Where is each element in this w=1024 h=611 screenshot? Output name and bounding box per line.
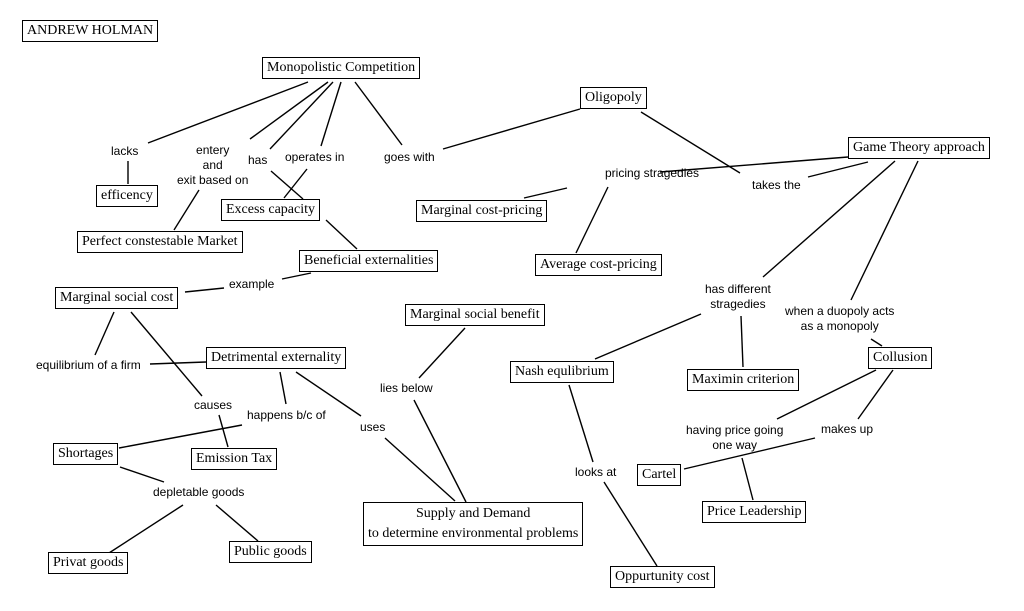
connector-line [94, 311, 115, 356]
connector-line [568, 384, 594, 463]
link-label-lacks: lacks [111, 144, 139, 158]
concept-supply-and-demand[interactable]: Supply and Demand to determine environme… [363, 502, 584, 546]
concept-maximin-criterion[interactable]: Maximin criterion [687, 369, 800, 391]
link-label-happens-bc: happens b/c of [247, 408, 326, 422]
concept-nash-equilibrium[interactable]: Nash equlibrium [510, 361, 614, 383]
concept-price-leadership[interactable]: Price Leadership [702, 501, 807, 523]
connector-line [218, 414, 229, 448]
connector-line [659, 156, 849, 173]
concept-collusion[interactable]: Collusion [868, 347, 933, 369]
connector-line [215, 504, 259, 542]
link-label-takes-the: takes the [752, 178, 801, 192]
connector-line [270, 170, 304, 200]
concept-marginal-cost-pricing[interactable]: Marginal cost-pricing [416, 200, 548, 222]
concept-game-theory[interactable]: Game Theory approach [848, 137, 990, 159]
supply-demand-line-1: Supply and Demand [416, 506, 531, 521]
concept-excess-capacity[interactable]: Excess capacity [221, 199, 321, 221]
link-label-depletable-goods: depletable goods [153, 485, 245, 499]
connector-line [762, 160, 896, 278]
connector-line [325, 219, 358, 250]
connector-line [320, 81, 342, 147]
link-label-operates-in: operates in [285, 150, 345, 164]
connector-line [295, 371, 362, 417]
connector-line [281, 272, 312, 280]
concept-public-goods[interactable]: Public goods [229, 541, 312, 563]
link-label-lies-below: lies below [380, 381, 433, 395]
supply-demand-line-2: to determine environmental problems [368, 526, 579, 541]
connector-line [442, 108, 581, 150]
link-label-looks-at: looks at [575, 465, 617, 479]
connector-line [413, 399, 467, 503]
connector-line [594, 313, 702, 360]
connector-line [119, 466, 165, 483]
connector-line [603, 481, 658, 567]
connector-line [279, 371, 287, 405]
concept-perfect-market[interactable]: Perfect constestable Market [77, 231, 243, 253]
connector-line [741, 457, 754, 501]
link-label-equilibrium-firm: equilibrium of a firm [36, 358, 141, 372]
connector-line [850, 160, 919, 301]
concept-marginal-social-cost[interactable]: Marginal social cost [55, 287, 179, 309]
concept-emission-tax[interactable]: Emission Tax [191, 448, 278, 470]
link-label-has: has [248, 153, 268, 167]
connector-line [149, 361, 207, 365]
connector-line [184, 287, 225, 293]
connector-line [575, 186, 609, 254]
concept-beneficial-externalities[interactable]: Beneficial externalities [299, 250, 439, 272]
author-title: ANDREW HOLMAN [22, 20, 159, 42]
link-label-example: example [229, 277, 275, 291]
link-label-uses: uses [360, 420, 386, 434]
concept-cartel[interactable]: Cartel [637, 464, 682, 486]
connector-line [418, 327, 466, 379]
connector-line [523, 187, 568, 199]
connector-line [283, 168, 308, 199]
concept-shortages[interactable]: Shortages [53, 443, 119, 465]
concept-opportunity-cost[interactable]: Oppurtunity cost [610, 566, 715, 588]
link-label-goes-with: goes with [384, 150, 435, 164]
concept-monopolistic-competition[interactable]: Monopolistic Competition [262, 57, 421, 79]
concept-average-cost-pricing[interactable]: Average cost-pricing [535, 254, 662, 276]
connector-line [249, 81, 329, 140]
connector-line [173, 189, 200, 231]
concept-efficency[interactable]: efficency [96, 185, 158, 207]
link-label-causes: causes [194, 398, 233, 412]
concept-detrimental-externality[interactable]: Detrimental externality [206, 347, 347, 369]
connector-line [108, 504, 184, 554]
link-label-pricing-stragedies: pricing stragedies [605, 166, 700, 180]
connector-line [384, 437, 456, 502]
link-label-makes-up: makes up [821, 422, 874, 436]
link-label-entery: entery and exit based on [177, 143, 249, 187]
connector-line [740, 315, 744, 368]
connector-line [857, 369, 894, 420]
link-label-duopoly: when a duopoly acts as a monopoly [785, 304, 895, 333]
connector-line [354, 81, 403, 146]
connector-line [130, 311, 203, 397]
link-label-having-price: having price going one way [686, 423, 784, 452]
connector-line [776, 369, 877, 420]
connector-line [683, 437, 816, 470]
connector-line [147, 81, 309, 144]
concept-marginal-social-benefit[interactable]: Marginal social benefit [405, 304, 545, 326]
concept-privat-goods[interactable]: Privat goods [48, 552, 129, 574]
connector-line [870, 338, 883, 347]
connector-line [640, 111, 741, 174]
connector-line [118, 424, 243, 449]
link-label-has-different: has different stragedies [705, 282, 771, 311]
connector-line [807, 161, 869, 178]
connector-line [269, 81, 334, 150]
concept-oligopoly[interactable]: Oligopoly [580, 87, 647, 109]
